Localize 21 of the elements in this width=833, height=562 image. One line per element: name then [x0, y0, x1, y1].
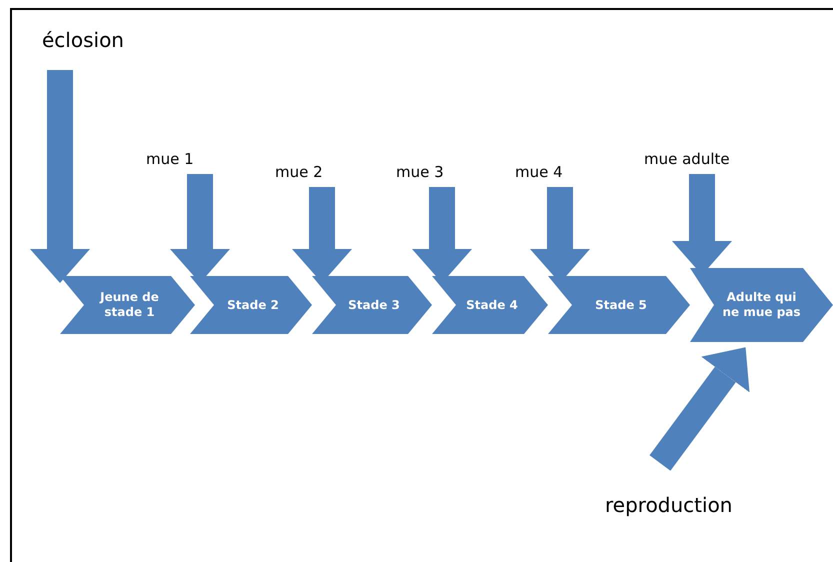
event-label: reproduction	[605, 493, 732, 517]
event-label: mue adulte	[644, 150, 730, 168]
event-label: mue 3	[396, 163, 444, 181]
block-arrow	[30, 70, 90, 283]
stage-label: Stade 4	[465, 298, 519, 312]
chevron-shape	[190, 276, 312, 334]
event-label: éclosion	[42, 28, 124, 52]
block-arrow	[650, 347, 750, 471]
stage-label: Stade 2	[226, 298, 280, 312]
chevron-shape	[690, 268, 833, 342]
stage-label: Jeune de stade 1	[98, 290, 160, 320]
stage-label: Stade 3	[347, 298, 401, 312]
event-label: mue 2	[275, 163, 323, 181]
stage-label: Adulte qui ne mue pas	[721, 290, 802, 320]
event-label: mue 4	[515, 163, 563, 181]
stage-label: Stade 5	[594, 298, 648, 312]
chevron-shape	[548, 276, 690, 334]
chevron-shape	[312, 276, 432, 334]
event-label: mue 1	[146, 150, 194, 168]
chevron-shape	[60, 276, 195, 334]
chevron-shape	[432, 276, 548, 334]
